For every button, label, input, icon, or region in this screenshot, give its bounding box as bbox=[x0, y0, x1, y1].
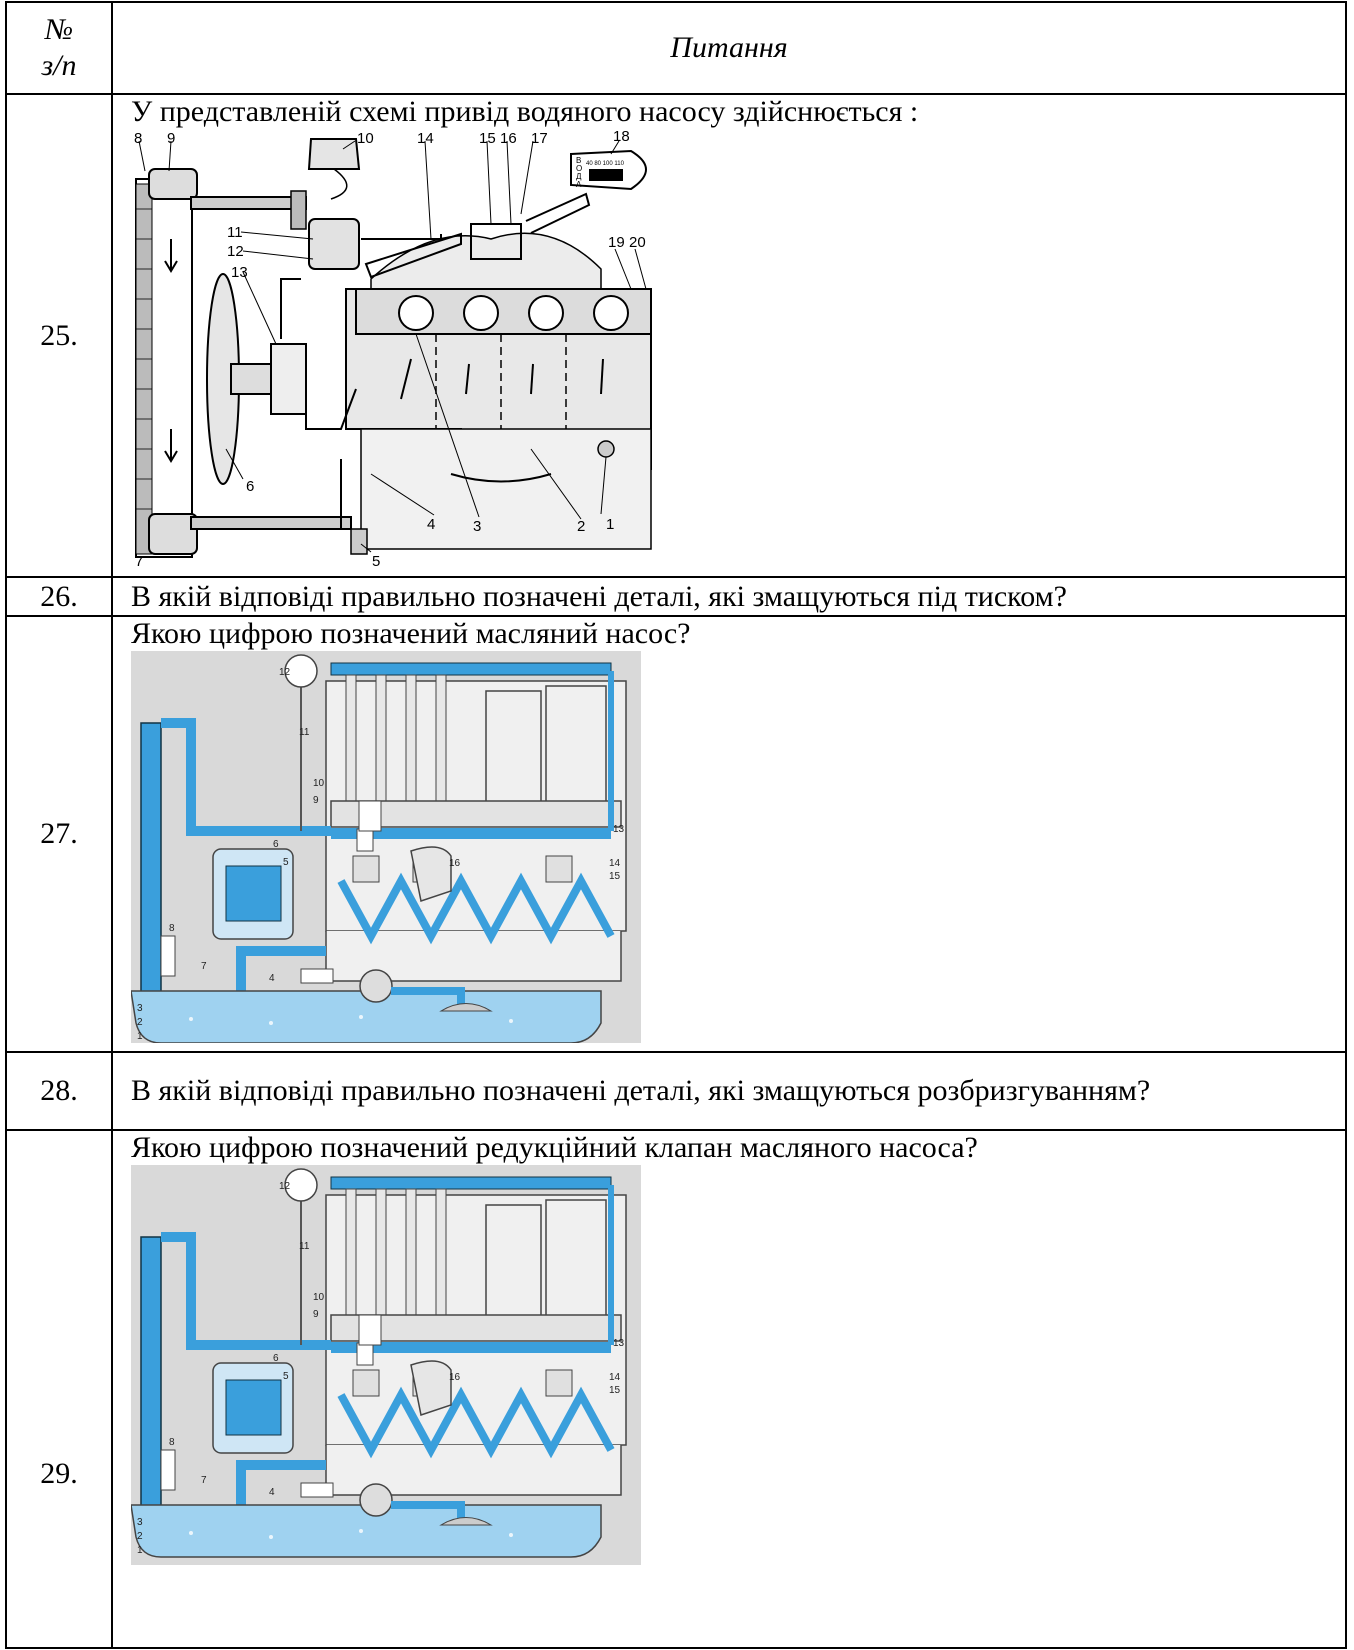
row-number: 28. bbox=[5, 1051, 113, 1131]
question-column-header: Питання bbox=[111, 1, 1347, 95]
callout-label: 11 bbox=[299, 727, 310, 738]
callout-label: 10 bbox=[357, 130, 374, 147]
callout-label: 16 bbox=[449, 858, 461, 869]
callout-label: 2 bbox=[137, 1017, 143, 1028]
header-row: № з/п Питання bbox=[5, 1, 1347, 95]
callout-label: 2 bbox=[137, 1531, 143, 1542]
callout-label: 4 bbox=[269, 973, 275, 984]
row-number: 27. bbox=[5, 615, 113, 1053]
callout-label: 4 bbox=[427, 516, 435, 533]
callout-label: 1 bbox=[137, 1545, 143, 1556]
table-row: 25. У представленій схемі привід водяног… bbox=[5, 93, 1347, 578]
callout-label: 6 bbox=[273, 839, 279, 850]
gauge-letter: В bbox=[576, 156, 581, 165]
callout-label: 16 bbox=[500, 130, 517, 147]
row-number: 26. bbox=[5, 576, 113, 617]
gauge-letter: О bbox=[576, 164, 582, 173]
callout-label: 3 bbox=[473, 518, 481, 535]
callout-label: 12 bbox=[279, 1181, 291, 1192]
callout-label: 7 bbox=[201, 1475, 207, 1486]
callout-label: 8 bbox=[169, 923, 175, 934]
callout-label: 15 bbox=[479, 130, 496, 147]
table-row: 26. В якій відповіді правильно позначені… bbox=[5, 576, 1347, 617]
callout-label: 18 bbox=[613, 129, 630, 145]
question-cell: В якій відповіді правильно позначені дет… bbox=[111, 576, 1347, 617]
callout-label: 2 bbox=[577, 518, 585, 535]
cooling-system-diagram: 40 80 100 110 В О Д А bbox=[131, 129, 665, 569]
callout-label: 3 bbox=[137, 1517, 143, 1528]
callout-label: 8 bbox=[134, 130, 142, 147]
question-cell: В якій відповіді правильно позначені дет… bbox=[111, 1051, 1347, 1131]
callout-label: 5 bbox=[283, 857, 289, 868]
table-row: 27. Якою цифрою позначений масляний насо… bbox=[5, 615, 1347, 1053]
question-text: В якій відповіді правильно позначені дет… bbox=[131, 579, 1067, 613]
question-text: У представленій схемі привід водяного на… bbox=[131, 95, 919, 128]
callout-label: 8 bbox=[169, 1437, 175, 1448]
callout-label: 1 bbox=[137, 1031, 143, 1042]
table-row: 28. В якій відповіді правильно позначені… bbox=[5, 1051, 1347, 1131]
callout-label: 5 bbox=[372, 553, 380, 569]
question-cell: Якою цифрою позначений масляний насос? bbox=[111, 615, 1347, 1053]
question-text: В якій відповіді правильно позначені дет… bbox=[131, 1074, 1151, 1107]
callout-label: 7 bbox=[201, 961, 207, 972]
callout-label: 9 bbox=[167, 130, 175, 147]
callout-label: 14 bbox=[609, 858, 621, 869]
callout-label: 9 bbox=[313, 795, 319, 806]
callout-label: 3 bbox=[137, 1003, 143, 1014]
row-number: 25. bbox=[5, 93, 113, 578]
number-header-symbol: № bbox=[44, 13, 74, 46]
callout-label: 6 bbox=[273, 1353, 279, 1364]
question-text: Якою цифрою позначений редукційний клапа… bbox=[131, 1131, 978, 1164]
number-column-header: № з/п bbox=[5, 1, 113, 95]
questions-table: № з/п Питання 25. У представленій схемі … bbox=[5, 1, 1347, 1649]
callout-label: 20 bbox=[629, 234, 646, 251]
gauge-scale: 40 80 100 110 bbox=[586, 161, 625, 167]
callout-label: 11 bbox=[227, 224, 243, 241]
callout-label: 9 bbox=[313, 1309, 319, 1320]
callout-label: 11 bbox=[299, 1241, 310, 1252]
callout-label: 19 bbox=[608, 234, 625, 251]
callout-label: 13 bbox=[613, 824, 625, 835]
callout-label: 12 bbox=[279, 667, 291, 678]
callout-label: 14 bbox=[609, 1372, 621, 1383]
callout-label: 15 bbox=[609, 1385, 621, 1396]
callout-label: 5 bbox=[283, 1371, 289, 1382]
callout-label: 14 bbox=[417, 130, 434, 147]
callout-label: 10 bbox=[313, 778, 325, 789]
callout-label: 12 bbox=[227, 243, 244, 260]
callout-label: 17 bbox=[531, 130, 548, 147]
callout-label: 1 bbox=[606, 516, 614, 533]
callout-label: 6 bbox=[246, 478, 254, 495]
row-number: 29. bbox=[5, 1129, 113, 1649]
gauge-letter: А bbox=[576, 180, 582, 189]
callout-label: 15 bbox=[609, 871, 621, 882]
question-cell: У представленій схемі привід водяного на… bbox=[111, 93, 1347, 578]
callout-label: 10 bbox=[313, 1292, 325, 1303]
callout-label: 7 bbox=[135, 553, 143, 569]
table-row: 29. Якою цифрою позначений редукційний к… bbox=[5, 1129, 1347, 1649]
number-header-abbr: з/п bbox=[41, 49, 77, 82]
callout-label: 13 bbox=[231, 264, 248, 281]
callout-label: 16 bbox=[449, 1372, 461, 1383]
gauge-letter: Д bbox=[576, 172, 582, 181]
question-text: Якою цифрою позначений масляний насос? bbox=[131, 617, 691, 650]
callout-label: 4 bbox=[269, 1487, 275, 1498]
callout-label: 13 bbox=[613, 1338, 625, 1349]
question-cell: Якою цифрою позначений редукційний клапа… bbox=[111, 1129, 1347, 1649]
